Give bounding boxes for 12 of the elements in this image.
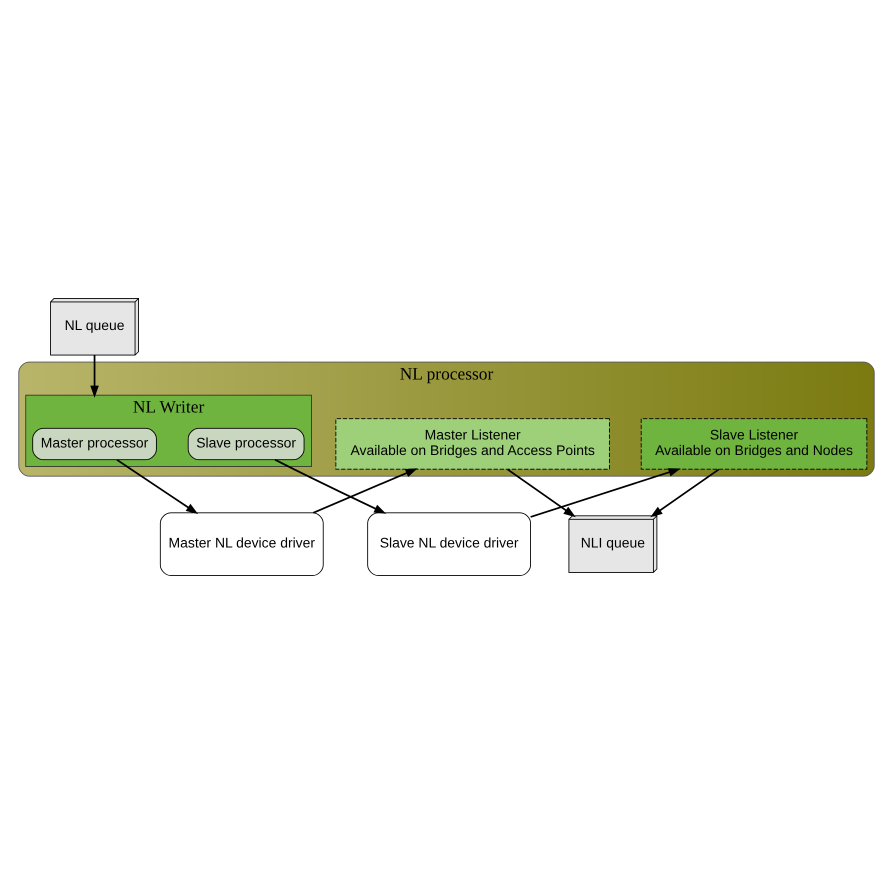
node-box: Slave processor bbox=[188, 427, 304, 460]
arrow bbox=[90, 354, 99, 398]
node-box: Slave NL device driver bbox=[367, 512, 531, 576]
arrow bbox=[530, 468, 681, 518]
arrow bbox=[116, 458, 198, 514]
arrow bbox=[274, 458, 386, 514]
node-box: Master NL device driver bbox=[160, 512, 324, 576]
node-box: Master processor bbox=[32, 427, 157, 460]
arrow bbox=[312, 468, 418, 514]
arrow bbox=[650, 468, 720, 517]
node-box: Slave Listener Available on Bridges and Nodes bbox=[640, 418, 868, 470]
node-box: Master Listener Available on Bridges and Access Points bbox=[335, 418, 610, 470]
